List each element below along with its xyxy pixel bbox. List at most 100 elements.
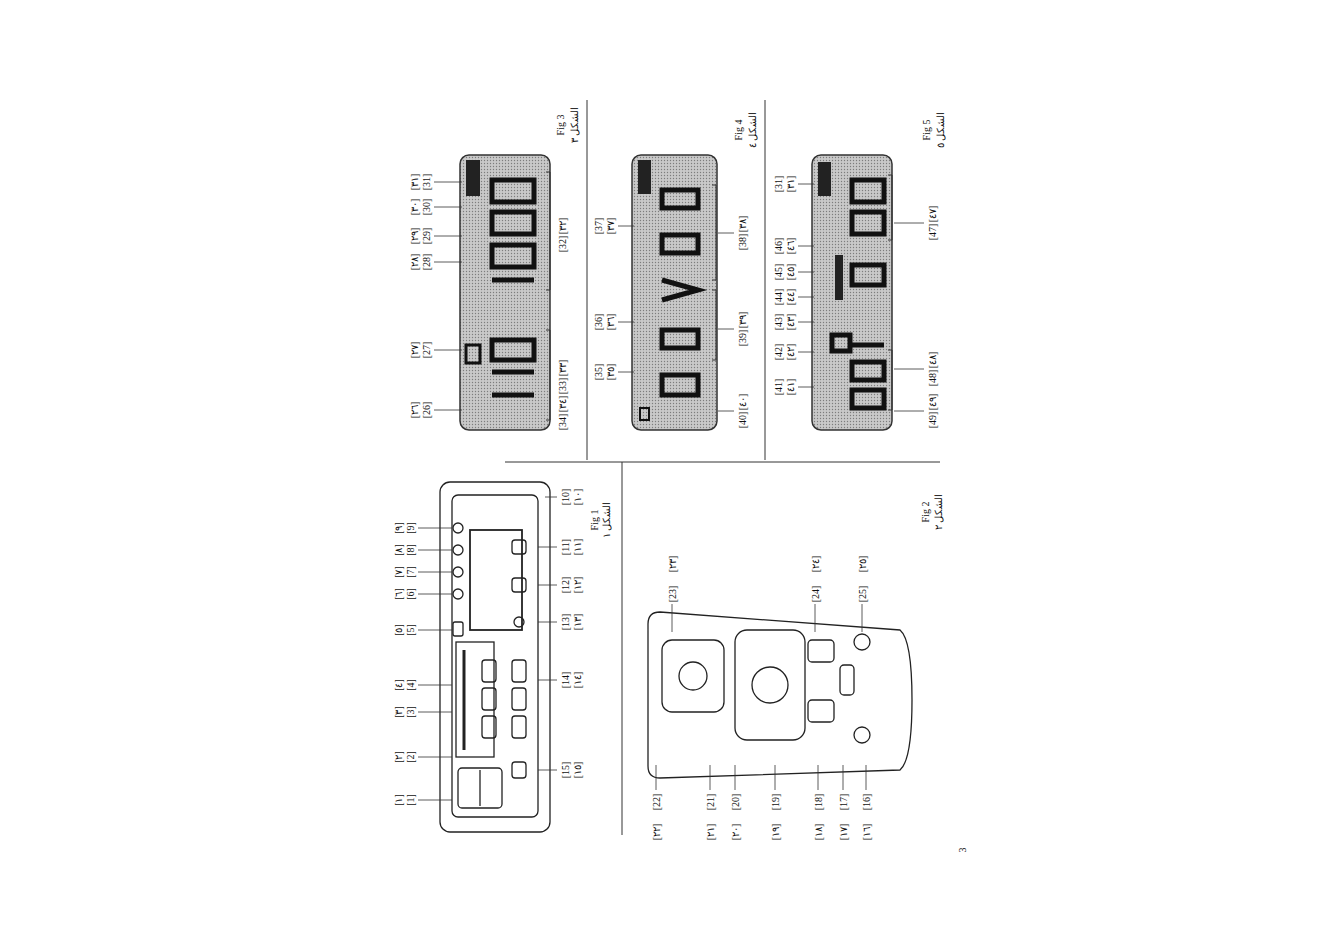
callout-number: [48] [927, 369, 938, 388]
radio-front-panel [440, 482, 550, 832]
callout-number: [٤٨] [927, 351, 938, 370]
leader-line [418, 572, 452, 573]
callout-number: [40] [737, 411, 748, 430]
leader-line [798, 387, 814, 388]
callout-number: [١] [393, 793, 404, 807]
callout-number: [31] [421, 173, 432, 192]
callout-number: [14] [560, 671, 571, 690]
leader-line [418, 630, 452, 631]
callout-number: [39] [737, 329, 748, 348]
callout-number: [٤٣] [785, 313, 796, 332]
leader-line [862, 604, 863, 632]
callout-number: [8] [405, 543, 416, 557]
callout-number: [16] [861, 793, 872, 812]
callout-number: [9] [405, 521, 416, 535]
callout-number: [٢١] [705, 823, 716, 842]
callout-number: [١٩] [770, 823, 781, 842]
callout-number: [٣٠] [409, 198, 420, 217]
callout-number: [٣١] [409, 173, 420, 192]
leader-line [618, 226, 634, 227]
leader-line [798, 297, 814, 298]
callout-number: [13] [560, 613, 571, 632]
callout-number: [37] [593, 217, 604, 236]
callout-number: [41] [773, 378, 784, 397]
callout-number: [47] [927, 223, 938, 242]
callout-number: [٢٥] [857, 555, 868, 574]
callout-number: [33] [557, 377, 568, 396]
callout-number: [٢٣] [667, 555, 678, 574]
leader-line [775, 765, 776, 790]
leader-line [798, 352, 814, 353]
callout-number: [٤٢] [785, 343, 796, 362]
leader-line [418, 528, 452, 529]
leader-line [818, 765, 819, 790]
leader-line [718, 411, 734, 412]
callout-number: [38] [737, 233, 748, 252]
leader-line [815, 604, 816, 632]
leader-line [718, 329, 734, 330]
callout-number: [٤٩] [927, 393, 938, 412]
callout-number: [42] [773, 343, 784, 362]
leader-line [798, 322, 814, 323]
callout-number: [٢٩] [409, 227, 420, 246]
separator [505, 100, 940, 835]
callout-number: [44] [773, 288, 784, 307]
figure-caption: الشكل ٤ [747, 111, 758, 150]
display-fig5 [812, 155, 892, 430]
leader-line [418, 685, 452, 686]
callout-number: [٤٥] [785, 263, 796, 282]
callout-number: [١١] [572, 538, 583, 557]
callout-number: [٧] [393, 565, 404, 579]
callout-number: [4] [405, 678, 416, 692]
callout-number: [٣٢] [557, 217, 568, 236]
callout-number: [35] [593, 363, 604, 382]
figure-caption: الشكل ٢ [933, 493, 944, 532]
callout-number: [36] [593, 313, 604, 332]
callout-number: [٢٧] [409, 341, 420, 360]
callout-number: [٣٧] [605, 217, 616, 236]
callout-number: [٥] [393, 623, 404, 637]
leader-line [894, 369, 924, 370]
callout-number: [١٤] [572, 671, 583, 690]
callout-number: [٢٦] [409, 401, 420, 420]
leader-line [538, 680, 557, 681]
callout-number: [١٥] [572, 761, 583, 780]
leader-line [434, 207, 462, 208]
callout-number: [٢٤] [810, 555, 821, 574]
callout-number: [٣٥] [605, 363, 616, 382]
callout-number: [26] [421, 401, 432, 420]
leader-line [672, 604, 673, 632]
callout-number: [١٦] [861, 823, 872, 842]
leader-line [538, 547, 557, 548]
callout-number: [25] [857, 585, 868, 604]
leader-line [618, 372, 634, 373]
leader-line [718, 233, 734, 234]
callout-number: [١٢] [572, 576, 583, 595]
callout-number: [٣٨] [737, 215, 748, 234]
callout-number: [23] [667, 585, 678, 604]
callout-number: [3] [405, 705, 416, 719]
callout-number: [٣٩] [737, 311, 748, 330]
callout-number: [17] [838, 793, 849, 812]
callout-number: [٤٧] [927, 205, 938, 224]
callout-number: [1] [405, 793, 416, 807]
callout-number: [٣١] [785, 175, 796, 194]
callout-number: [19] [770, 793, 781, 812]
callout-number: [٣] [393, 705, 404, 719]
callout-number: [١٨] [813, 823, 824, 842]
callout-number: [٩] [393, 521, 404, 535]
callout-number: [12] [560, 576, 571, 595]
callout-number: [27] [421, 341, 432, 360]
leader-line [418, 757, 452, 758]
leader-line [798, 246, 814, 247]
leader-line [656, 765, 657, 790]
remote-control [648, 612, 912, 778]
callout-number: [29] [421, 227, 432, 246]
leader-line [618, 322, 634, 323]
callout-number: [11] [560, 538, 571, 556]
callout-number: [٢٢] [651, 823, 662, 842]
callout-number: [٤٦] [785, 237, 796, 256]
callout-number: [١٧] [838, 823, 849, 842]
callout-number: [46] [773, 237, 784, 256]
